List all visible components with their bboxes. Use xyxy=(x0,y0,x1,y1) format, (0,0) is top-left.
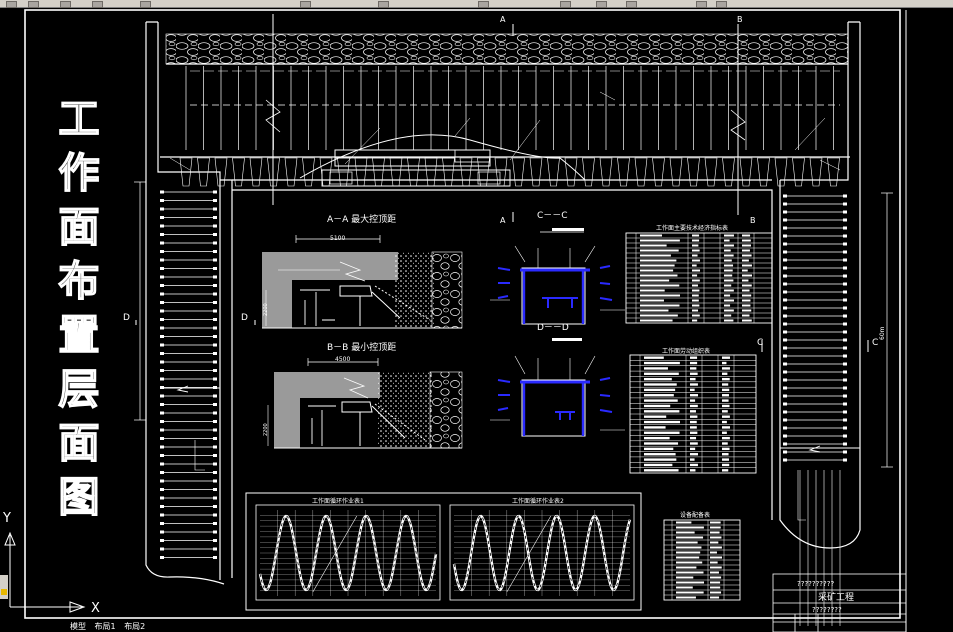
roadway-outline xyxy=(145,21,861,585)
toolbar-button[interactable] xyxy=(300,1,311,8)
aa-side-dimension: 2200 xyxy=(263,303,269,316)
title-char: 图 xyxy=(58,472,101,522)
equipment-table xyxy=(663,519,741,601)
marker-d-right: D xyxy=(241,313,248,323)
table3-title: 设备配备表 xyxy=(680,511,710,519)
tab-layout-2[interactable]: 布局2 xyxy=(124,622,146,631)
toolbar-button[interactable] xyxy=(696,1,707,8)
marker-a-top: A xyxy=(500,15,506,24)
chart2-title: 工作面循环作业表2 xyxy=(512,497,564,505)
title-block-line2: 采矿工程 xyxy=(818,591,854,603)
bb-section-title: B－B 最小控顶距 xyxy=(327,341,396,353)
section-aa xyxy=(262,235,463,329)
x-axis-label: X xyxy=(91,601,100,616)
face-length-dimension: 60m xyxy=(879,326,886,340)
tab-layout-1[interactable]: 布局1 xyxy=(94,622,116,631)
toolbar-button[interactable] xyxy=(60,1,71,8)
drawing-canvas[interactable]: A B A B D D C C A－A 最大控顶距 5100 B－B 最小控顶距… xyxy=(0,7,953,632)
drawing-border xyxy=(24,9,907,632)
aa-dimension: 5100 xyxy=(330,235,345,242)
cycle-chart-2 xyxy=(452,510,632,596)
table1-title: 工作面主要技术经济指标表 xyxy=(656,224,728,232)
title-char: 面 xyxy=(58,202,101,252)
toolbar-button[interactable] xyxy=(626,1,637,8)
chart1-title: 工作面循环作业表1 xyxy=(312,497,364,505)
title-char: 布 xyxy=(58,256,101,306)
section-lines xyxy=(135,14,869,352)
table2-title: 工作面劳动组织表 xyxy=(662,347,710,355)
marker-c-left: C xyxy=(757,338,763,348)
toolbar-button[interactable] xyxy=(560,1,571,8)
title-char: 工 xyxy=(58,94,101,144)
dimension-lines xyxy=(134,181,893,521)
vertical-drawing-title: 工 作 面 布 置 层 面 图 xyxy=(52,92,106,524)
toolbar-button[interactable] xyxy=(28,1,39,8)
tech-indicators-table xyxy=(625,232,773,324)
section-cc xyxy=(490,228,625,325)
marker-d-left: D xyxy=(123,313,130,323)
title-block xyxy=(772,573,907,632)
plan-view xyxy=(160,33,850,187)
layout-tabs: 模型 布局1 布局2 xyxy=(0,622,240,632)
toolbar-button[interactable] xyxy=(478,1,489,8)
title-char: 置 xyxy=(58,310,101,360)
title-char: 层 xyxy=(58,364,101,414)
right-roadway xyxy=(783,194,847,626)
toolbar-button[interactable] xyxy=(92,1,103,8)
toolbar-button[interactable] xyxy=(378,1,389,8)
cycle-chart-1 xyxy=(258,510,438,596)
ucs-icon: Y X xyxy=(0,511,100,616)
drawing-labels: A B A B D D C C A－A 最大控顶距 5100 B－B 最小控顶距… xyxy=(123,15,886,614)
marker-a-mid: A xyxy=(500,216,506,225)
cycle-charts-frame xyxy=(245,492,642,611)
tab-model[interactable]: 模型 xyxy=(70,622,86,631)
left-roadway xyxy=(160,190,217,559)
section-bb xyxy=(267,358,463,449)
cc-section-title: C－－C xyxy=(537,211,568,221)
aa-section-title: A－A 最大控顶距 xyxy=(327,213,396,225)
cad-toolbar xyxy=(0,0,953,8)
y-axis-label: Y xyxy=(2,511,11,526)
title-block-line1: ?????????? xyxy=(797,580,834,588)
toolbar-button[interactable] xyxy=(140,1,151,8)
section-dd xyxy=(490,338,625,437)
marker-b-mid: B xyxy=(750,216,756,225)
marker-b-top: B xyxy=(737,15,743,24)
marker-c-right: C xyxy=(872,338,878,348)
title-block-line3: ???????? xyxy=(812,606,842,614)
title-char: 作 xyxy=(58,148,101,198)
toolbar-button[interactable] xyxy=(6,1,17,8)
title-char: 面 xyxy=(58,418,101,468)
bb-side-dimension: 2200 xyxy=(263,423,269,436)
toolbar-button[interactable] xyxy=(716,1,727,8)
dd-section-title: D－－D xyxy=(537,323,569,333)
toolbar-button[interactable] xyxy=(596,1,607,8)
labor-organization-table xyxy=(629,354,757,474)
bb-dimension: 4500 xyxy=(335,356,350,363)
